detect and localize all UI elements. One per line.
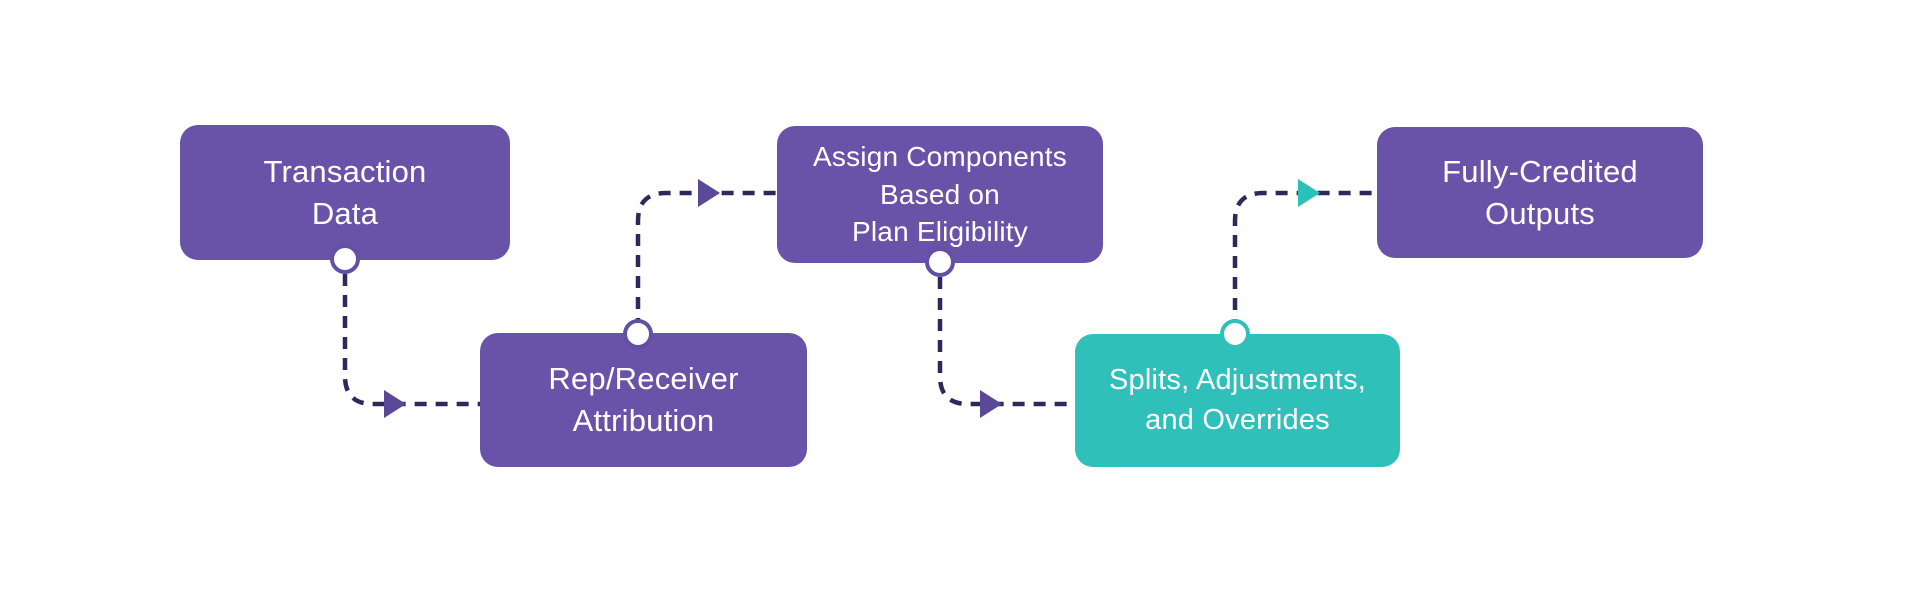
node-fully-credited-outputs: Fully-Credited Outputs <box>1377 127 1703 258</box>
connector-splits-to-outputs <box>1232 190 1377 331</box>
connector-transaction-to-attribution <box>342 274 480 407</box>
node-rep-receiver-attribution-label: Rep/Receiver Attribution <box>548 361 739 438</box>
connector-attribution-to-assign <box>635 190 777 330</box>
node-splits-adjustments-overrides: Splits, Adjustments, and Overrides <box>1075 334 1400 467</box>
node-assign-components-label: Assign Components Based on Plan Eligibil… <box>813 140 1067 248</box>
arrowhead-icon <box>980 390 1002 418</box>
node-splits-adjustments-overrides-label: Splits, Adjustments, and Overrides <box>1108 364 1367 436</box>
node-transaction-data: Transaction Data <box>180 125 510 260</box>
node-transaction-data-label: Transaction Data <box>263 153 427 231</box>
node-fully-credited-outputs-label: Fully-Credited Outputs <box>1442 153 1638 231</box>
node-assign-components: Assign Components Based on Plan Eligibil… <box>777 126 1103 263</box>
arrowhead-icon <box>384 390 406 418</box>
node-rep-receiver-attribution: Rep/Receiver Attribution <box>480 333 807 467</box>
connector-assign-to-splits <box>937 277 1075 407</box>
arrowhead-icon <box>698 179 720 207</box>
arrowhead-icon <box>1298 179 1320 207</box>
